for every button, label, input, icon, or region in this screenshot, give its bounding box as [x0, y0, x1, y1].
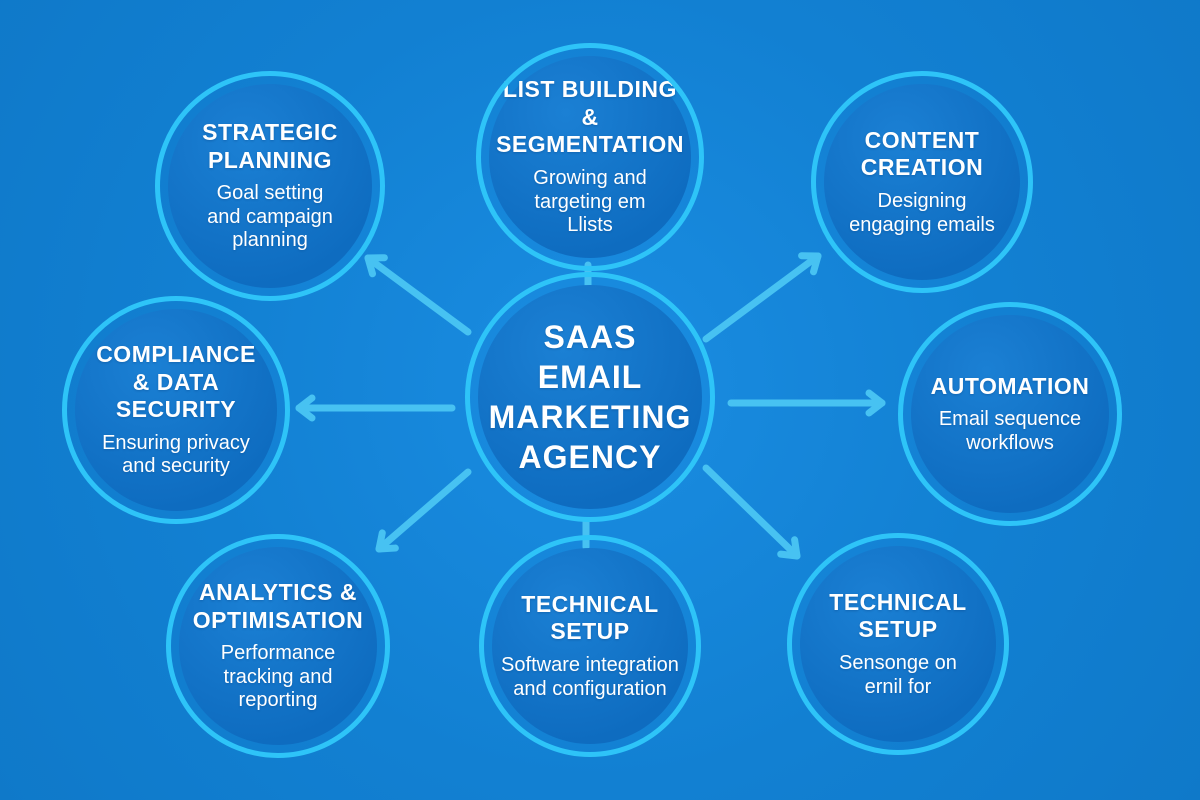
- node-subtitle: Software integration and configuration: [501, 654, 679, 700]
- node-subtitle: Performance tracking and reporting: [220, 642, 336, 712]
- node-title: TECHNICAL SETUP: [829, 588, 967, 643]
- arrow-center-to-strategic-planning: [364, 254, 472, 336]
- node-subtitle: Ensuring privacy and security: [102, 431, 250, 478]
- node-subtitle: Designing engaging emails: [849, 190, 995, 236]
- node-automation: AUTOMATION Email sequence workflows: [898, 302, 1122, 526]
- node-list-building-segmentation: LIST BUILDING & SEGMENTATION Growing and…: [476, 43, 704, 271]
- node-subtitle: Growing and targeting em Llists: [533, 167, 647, 237]
- node-subtitle: Sensonge on ernil for: [839, 652, 957, 698]
- node-title: TECHNICAL SETUP: [521, 590, 659, 645]
- node-title: CONTENT CREATION: [860, 126, 984, 181]
- node-center-saas-email-marketing-agency: SAAS EMAIL MARKETING AGENCY: [465, 272, 715, 522]
- node-title: STRATEGIC PLANNING: [202, 119, 338, 173]
- node-title: ANALYTICS & OPTIMISATION: [192, 579, 364, 633]
- node-subtitle: Goal setting and campaign planning: [207, 182, 333, 252]
- node-technical-setup-center: TECHNICAL SETUP Software integration and…: [479, 535, 701, 757]
- node-subtitle: Email sequence workflows: [938, 408, 1082, 454]
- arrow-center-to-content-creation: [702, 252, 822, 343]
- node-title: AUTOMATION: [930, 372, 1090, 399]
- node-title: LIST BUILDING & SEGMENTATION: [496, 76, 684, 158]
- node-strategic-planning: STRATEGIC PLANNING Goal setting and camp…: [155, 71, 385, 301]
- node-compliance-data-security: COMPLIANCE & DATA SECURITY Ensuring priv…: [62, 296, 290, 524]
- arrow-center-to-analytics: [375, 468, 472, 553]
- arrow-center-to-technical-setup-right: [702, 464, 801, 560]
- node-analytics-optimisation: ANALYTICS & OPTIMISATION Performance tra…: [166, 534, 390, 758]
- node-title: SAAS EMAIL MARKETING AGENCY: [488, 319, 692, 475]
- node-content-creation: CONTENT CREATION Designing engaging emai…: [811, 71, 1033, 293]
- node-technical-setup-right: TECHNICAL SETUP Sensonge on ernil for: [787, 533, 1009, 755]
- node-title: COMPLIANCE & DATA SECURITY: [96, 341, 256, 423]
